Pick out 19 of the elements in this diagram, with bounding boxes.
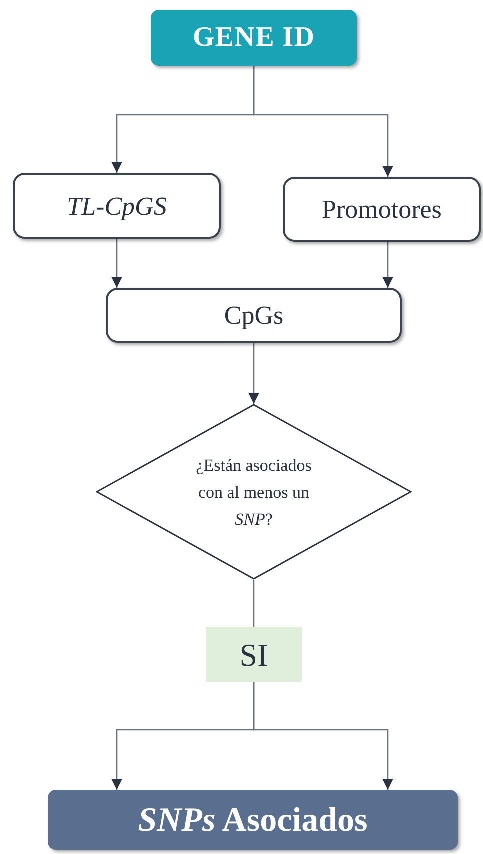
decision-diamond: [96, 404, 412, 580]
node-text: SNPs Asociados: [138, 800, 368, 840]
arrow: [112, 239, 122, 288]
start-box: [151, 10, 357, 66]
node-text: GENE ID: [192, 21, 316, 55]
node-text: CpGs: [224, 300, 284, 332]
arrow: [253, 66, 394, 177]
process-box: [283, 177, 481, 242]
node-text: ¿Están asociados con al menos un SNP?: [195, 454, 313, 530]
result-box: [48, 790, 458, 850]
node-text: SI: [240, 636, 268, 674]
answer-box: [206, 627, 302, 682]
process-box: [13, 173, 221, 239]
node-text: TL-CpGS: [67, 190, 167, 222]
node-text: Promotores: [322, 194, 442, 226]
arrow: [382, 242, 394, 288]
arrow: [248, 343, 260, 404]
arrow: [253, 682, 394, 790]
process-box: [106, 288, 402, 343]
